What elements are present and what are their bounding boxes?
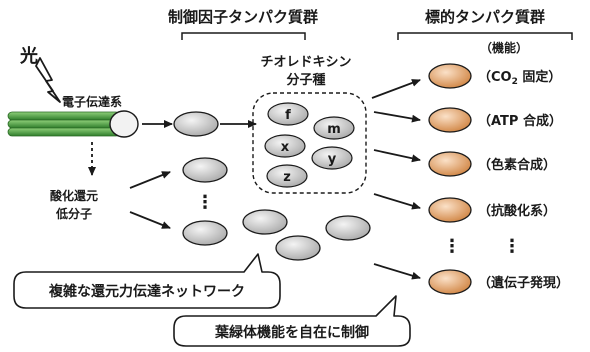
- vertical-ellipsis: ⋮: [196, 192, 214, 213]
- callout-network-text: 複雑な還元力伝達ネットワーク: [48, 283, 245, 300]
- reductant-label-line2: 低分子: [55, 206, 92, 221]
- target-protein-atp: [428, 107, 472, 133]
- thioredoxin-dashed-box: [252, 92, 367, 194]
- thioredoxin-x: x: [264, 134, 306, 158]
- arrow-to-target-pigment: [373, 149, 421, 163]
- thioredoxin-label-line1: チオレドキシン: [260, 55, 351, 70]
- regulator-protein: [173, 111, 219, 137]
- thioredoxin-y: y: [311, 146, 353, 170]
- reductant-label-line1: 酸化還元: [50, 188, 98, 203]
- header-targets: 標的タンパク質群: [425, 8, 545, 26]
- target-protein-pigment: [428, 151, 472, 177]
- thioredoxin-z: z: [266, 164, 308, 188]
- svg-text:x: x: [281, 140, 290, 155]
- header-targets-bracket: [397, 32, 573, 40]
- function-co2: （CO2 固定）: [478, 69, 561, 87]
- regulator-protein: [182, 220, 228, 246]
- callout-control-text: 葉緑体機能を自在に制御: [214, 324, 369, 341]
- target-vertical-ellipsis: ⋮: [443, 236, 461, 257]
- header-regulators-bracket: [181, 32, 306, 40]
- thioredoxin-f: f: [267, 102, 309, 126]
- target-protein-co2: [428, 63, 472, 89]
- light-label: 光: [19, 45, 38, 67]
- function-header: （機能）: [480, 40, 528, 55]
- lightning-icon: [35, 57, 61, 103]
- thioredoxin-m: m: [313, 116, 355, 140]
- regulator-protein: [275, 235, 321, 261]
- target-protein-gene: [428, 269, 472, 295]
- callout-control-bubble: [173, 295, 411, 347]
- callout-network-bubble: [13, 253, 281, 309]
- svg-text:y: y: [328, 152, 337, 167]
- header-regulators: 制御因子タンパク質群: [168, 8, 318, 26]
- etc-label: 電子伝達系: [62, 94, 122, 109]
- function-vertical-ellipsis: ⋮: [503, 236, 521, 257]
- function-gene: （遺伝子発現）: [478, 275, 569, 291]
- thylakoid-icon: [7, 110, 139, 138]
- regulator-protein: [325, 215, 371, 241]
- thioredoxin-label-line2: 分子種: [286, 72, 325, 88]
- arrow-to-target-antioxidant: [373, 193, 421, 210]
- function-pigment: （色素合成）: [478, 157, 556, 173]
- svg-text:z: z: [283, 170, 291, 185]
- function-atp: （ATP 合成）: [478, 113, 562, 129]
- svg-text:f: f: [285, 108, 291, 123]
- regulator-protein: [242, 209, 288, 235]
- target-protein-antioxidant: [428, 197, 472, 223]
- svg-text:m: m: [327, 122, 341, 137]
- regulator-protein: [182, 157, 228, 183]
- arrow-reductant-up: [129, 171, 171, 189]
- arrow-to-target-gene: [373, 263, 421, 280]
- arrow-reductant-down: [129, 211, 171, 229]
- arrow-to-target-co2: [371, 79, 421, 99]
- arrow-to-target-atp: [373, 111, 421, 123]
- function-antioxidant: （抗酸化系）: [478, 203, 556, 219]
